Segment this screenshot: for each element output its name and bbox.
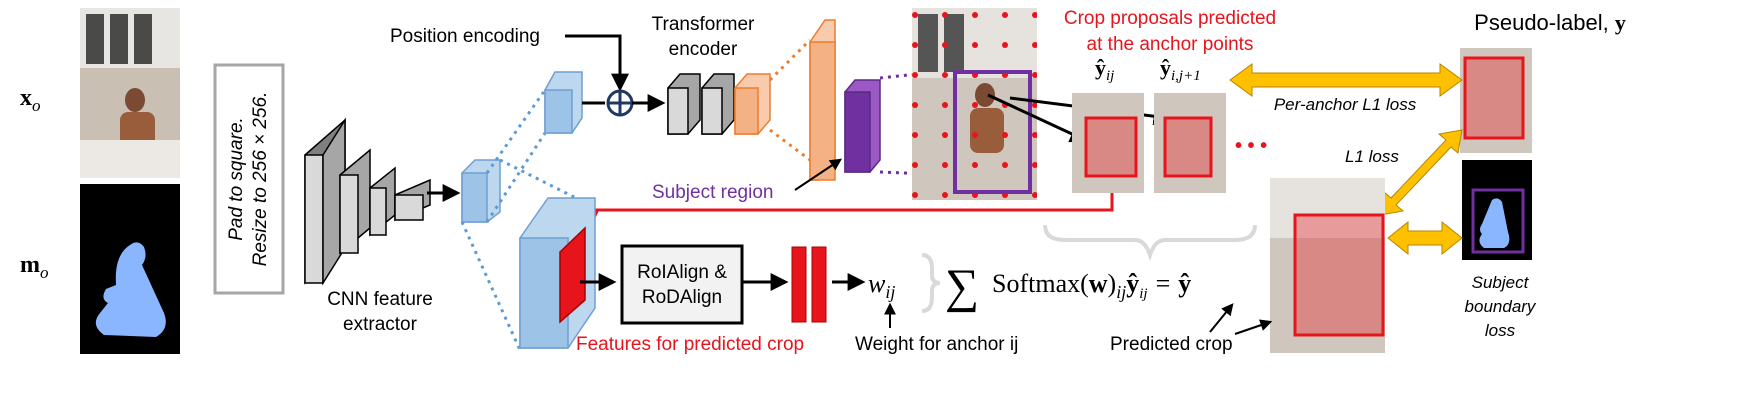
weight-label: Weight for anchor ij [855, 334, 1018, 355]
pred-label-ij: ŷij [1095, 55, 1114, 84]
subject-region-block [844, 79, 881, 173]
transformer-output-block [734, 73, 771, 135]
subject-boundary-loss-arrow [1387, 220, 1463, 256]
pseudo-label-title: Pseudo-label, y [1474, 10, 1626, 35]
weight-brace [921, 253, 941, 313]
fc-layer-2 [811, 246, 827, 323]
projection-lines [460, 89, 581, 351]
cnn-line1: CNN feature [327, 289, 433, 310]
transformer-blocks [667, 73, 735, 135]
per-anchor-loss-label: Per-anchor L1 loss [1274, 95, 1417, 114]
more-proposals-ellipsis: • • • [1235, 135, 1267, 157]
weight-symbol: wij [868, 269, 895, 302]
predicted-crop-pointer-1 [1209, 303, 1234, 333]
input-image [80, 8, 180, 178]
cnn-feature-extractor [304, 117, 431, 286]
subject-boundary-line3: loss [1485, 321, 1516, 340]
fc-layer-1 [791, 246, 807, 323]
roi-align-box [620, 244, 744, 325]
subject-boundary-mask [1462, 160, 1532, 260]
pred-label-ij1: ŷi,j+1 [1160, 55, 1201, 84]
mask-label: mo [20, 252, 49, 282]
token-patch [544, 71, 583, 134]
position-encoding-arrow [565, 34, 629, 92]
crop-feature-map [519, 197, 596, 349]
preprocess-box [213, 63, 285, 295]
l1-loss-label: L1 loss [1345, 147, 1399, 166]
crop-proposals-line1: Crop proposals predicted [1064, 8, 1276, 29]
add-operator-icon [606, 89, 634, 117]
input-mask [80, 184, 180, 354]
crop-proposal-ij1 [1154, 93, 1226, 193]
preprocess-line1: Pad to square. [226, 117, 247, 241]
subject-region-label: Subject region [652, 182, 773, 203]
cnn-line2: extractor [343, 314, 418, 335]
subject-boundary-line1: Subject [1472, 273, 1530, 292]
roi-line1: RoIAlign & [637, 262, 727, 283]
anchor-image [912, 8, 1037, 200]
proposals-brace [1043, 224, 1257, 262]
subject-region-pointer [794, 158, 842, 191]
roi-line2: RoDAlign [642, 287, 722, 308]
crop-proposal-ij [1072, 93, 1144, 193]
crop-proposals-line2: at the anchor points [1087, 34, 1254, 55]
sum-symbol: ∑ [945, 260, 979, 313]
softmax-formula: Softmax(w)ijŷij=ŷ [992, 269, 1191, 302]
transformer-line2: encoder [669, 39, 738, 60]
position-encoding-label: Position encoding [390, 26, 540, 47]
per-anchor-loss-arrow [1229, 63, 1463, 97]
encoder-feature-map [809, 19, 836, 181]
preprocess-line2: Resize to 256 × 256. [250, 92, 271, 267]
feature-map-small [461, 159, 501, 223]
subject-boundary-line2: boundary [1465, 297, 1537, 316]
features-label: Features for predicted crop [576, 334, 804, 355]
predicted-crop-label: Predicted crop [1110, 334, 1233, 355]
anchor-arrow-1 [987, 93, 1089, 143]
transformer-line1: Transformer [652, 14, 755, 35]
predicted-crop-image [1270, 178, 1385, 353]
l1-loss-arrow [1379, 129, 1463, 216]
orange-projection-lines [768, 38, 812, 162]
pseudo-label-image [1460, 48, 1532, 153]
predicted-crop-pointer-2 [1234, 319, 1273, 335]
image-label: xo [20, 85, 41, 115]
